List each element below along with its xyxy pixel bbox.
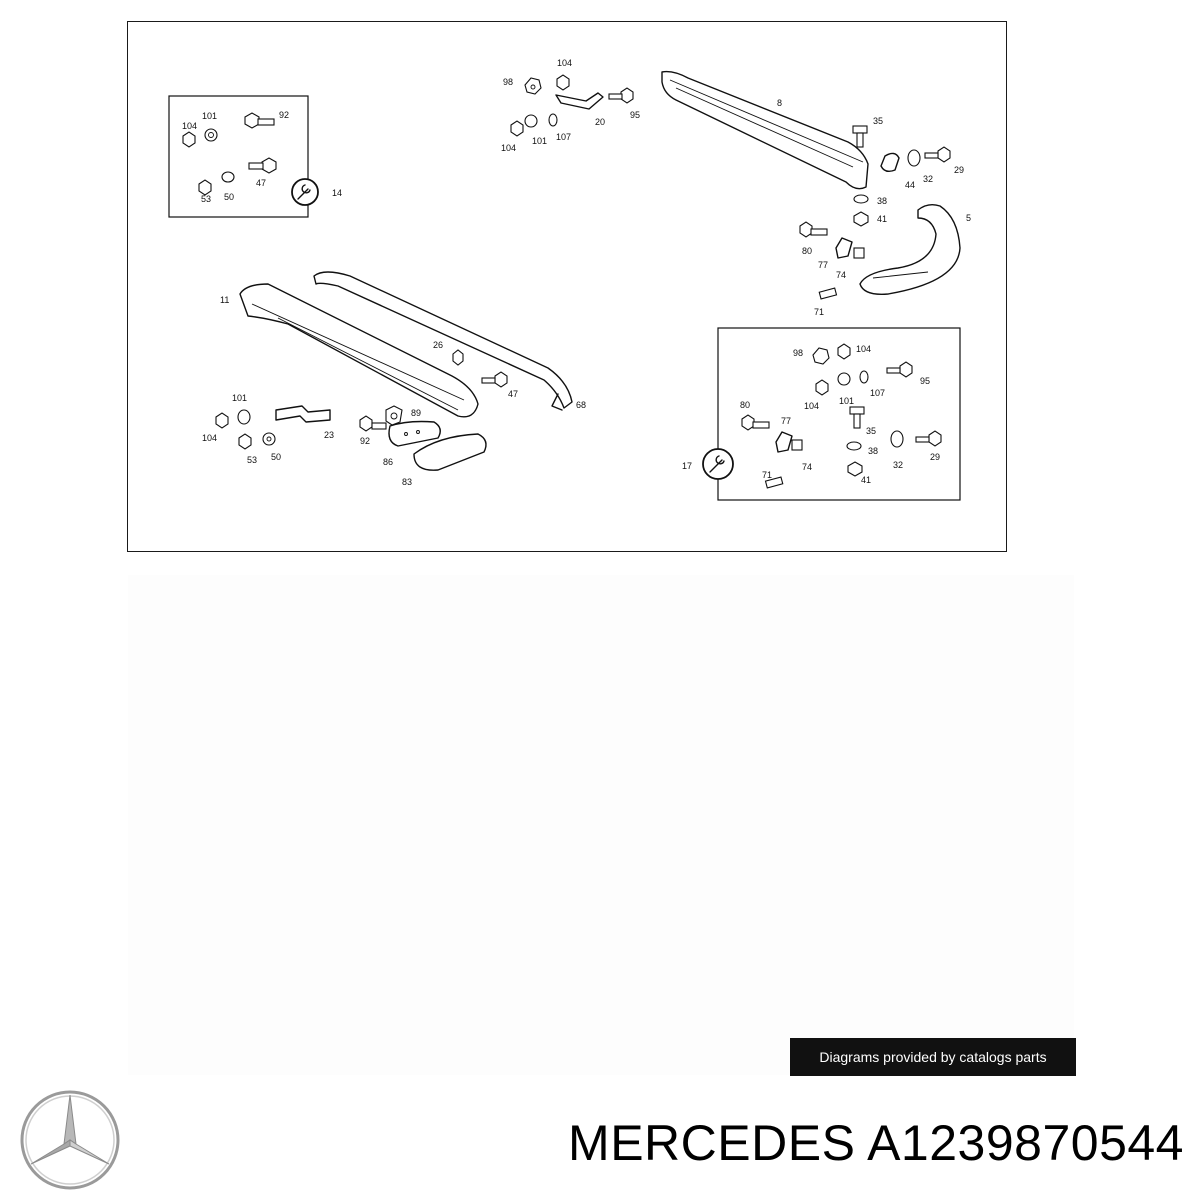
hardware-set-lower-left bbox=[215, 349, 508, 450]
callout-label: 71 bbox=[814, 307, 824, 317]
callout-label: 104 bbox=[804, 401, 819, 411]
wrench-icon-glyph bbox=[297, 184, 311, 200]
callout-label: 68 bbox=[576, 400, 586, 410]
callout-label: 77 bbox=[818, 260, 828, 270]
callout-label: 23 bbox=[324, 430, 334, 440]
bumper-rubber-strip bbox=[313, 271, 573, 411]
callout-label: 98 bbox=[503, 77, 513, 87]
bumper-end-cap-right bbox=[859, 203, 961, 295]
callout-label: 50 bbox=[271, 452, 281, 462]
callout-label: 47 bbox=[256, 178, 266, 188]
callout-label: 41 bbox=[861, 475, 871, 485]
callout-label: 98 bbox=[793, 348, 803, 358]
hardware-set-bottom-right bbox=[702, 343, 942, 489]
callout-label: 92 bbox=[279, 110, 289, 120]
callout-label: 32 bbox=[923, 174, 933, 184]
callout-label: 71 bbox=[762, 470, 772, 480]
callout-label: 92 bbox=[360, 436, 370, 446]
callout-label: 86 bbox=[383, 457, 393, 467]
callout-label: 29 bbox=[954, 165, 964, 175]
callout-label: 101 bbox=[532, 136, 547, 146]
part-number: A1239870544 bbox=[867, 1115, 1184, 1171]
callout-label: 17 bbox=[682, 461, 692, 471]
callout-label: 104 bbox=[182, 121, 197, 131]
callout-label: 107 bbox=[870, 388, 885, 398]
callout-label: 5 bbox=[966, 213, 971, 223]
callout-label: 101 bbox=[232, 393, 247, 403]
callout-label: 95 bbox=[920, 376, 930, 386]
canvas-background bbox=[128, 575, 1074, 1075]
hardware-set-top-left bbox=[182, 112, 319, 206]
hardware-set-mid-right bbox=[799, 221, 865, 300]
callout-label: 77 bbox=[781, 416, 791, 426]
inset-box-top-left bbox=[168, 95, 309, 218]
callout-label: 104 bbox=[557, 58, 572, 68]
callout-label: 38 bbox=[868, 446, 878, 456]
callout-label: 35 bbox=[866, 426, 876, 436]
callout-label: 35 bbox=[873, 116, 883, 126]
credit-text: Diagrams provided by catalogs parts bbox=[819, 1049, 1047, 1065]
callout-label: 53 bbox=[247, 455, 257, 465]
hardware-set-top-right bbox=[852, 125, 951, 227]
bumper-bar-upper bbox=[661, 70, 869, 190]
callout-label: 8 bbox=[777, 98, 782, 108]
callout-label: 74 bbox=[836, 270, 846, 280]
callout-label: 95 bbox=[630, 110, 640, 120]
parts-diagram-drawing: 1041019253504714981042095104101107835443… bbox=[168, 58, 971, 501]
callout-label: 89 bbox=[411, 408, 421, 418]
wrench-icon-glyph bbox=[709, 455, 725, 473]
callout-label: 80 bbox=[740, 400, 750, 410]
callout-label: 53 bbox=[201, 194, 211, 204]
credit-badge: Diagrams provided by catalogs parts bbox=[790, 1038, 1076, 1076]
callout-label: 32 bbox=[893, 460, 903, 470]
inset-box-bottom-right bbox=[717, 327, 961, 501]
callout-label: 101 bbox=[839, 396, 854, 406]
callout-label: 104 bbox=[501, 143, 516, 153]
callout-label: 44 bbox=[905, 180, 915, 190]
callout-label: 38 bbox=[877, 196, 887, 206]
bumper-bar-lower bbox=[239, 283, 479, 418]
callout-label: 107 bbox=[556, 132, 571, 142]
callout-label: 83 bbox=[402, 477, 412, 487]
callout-label: 41 bbox=[877, 214, 887, 224]
callout-label: 80 bbox=[802, 246, 812, 256]
brand-name: MERCEDES bbox=[568, 1115, 856, 1171]
part-number-line: MERCEDES A1239870544 bbox=[568, 1108, 1184, 1178]
hardware-set-top-center bbox=[510, 74, 634, 137]
callout-label: 29 bbox=[930, 452, 940, 462]
callout-label: 20 bbox=[595, 117, 605, 127]
callout-label: 26 bbox=[433, 340, 443, 350]
callout-label: 14 bbox=[332, 188, 342, 198]
callout-label: 104 bbox=[856, 344, 871, 354]
bumper-guard-lower bbox=[388, 420, 487, 471]
callout-label: 47 bbox=[508, 389, 518, 399]
callout-label: 74 bbox=[802, 462, 812, 472]
callout-label: 104 bbox=[202, 433, 217, 443]
callout-label: 50 bbox=[224, 192, 234, 202]
callout-label: 11 bbox=[220, 295, 229, 305]
mercedes-star-logo bbox=[20, 1090, 120, 1190]
callout-label: 101 bbox=[202, 111, 217, 121]
